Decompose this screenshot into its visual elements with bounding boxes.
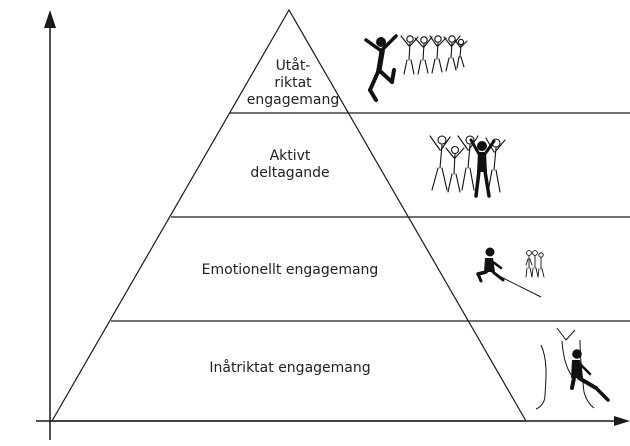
y-axis-arrowhead (44, 10, 56, 28)
leaping-and-cheering-people-icon (364, 34, 468, 102)
level-label-emotionellt-engagemang: Emotionellt engagemang (175, 262, 405, 279)
label-line: riktat (274, 75, 312, 91)
level-label-utatriktat: Utåt- riktat engagemang (238, 58, 348, 109)
pyramid (50, 8, 630, 422)
label-line: engagemang (246, 92, 340, 108)
x-axis-arrowhead (614, 416, 630, 426)
person-sitting-under-tree-icon (535, 327, 610, 410)
level-label-aktivt-deltagande: Aktivt deltagande (230, 148, 350, 182)
person-watching-group-icon (476, 247, 545, 298)
pyramid-outline (50, 8, 528, 422)
label-line: Emotionellt engagemang (201, 262, 379, 278)
label-line: deltagande (250, 165, 330, 181)
level-label-inatriktat-engagemang: Inåtriktat engagemang (175, 360, 405, 377)
group-with-raised-arms-icon (429, 135, 506, 198)
label-line: Inåtriktat engagemang (209, 360, 371, 376)
label-line: Aktivt (269, 148, 311, 164)
label-line: Utåt- (275, 58, 311, 74)
